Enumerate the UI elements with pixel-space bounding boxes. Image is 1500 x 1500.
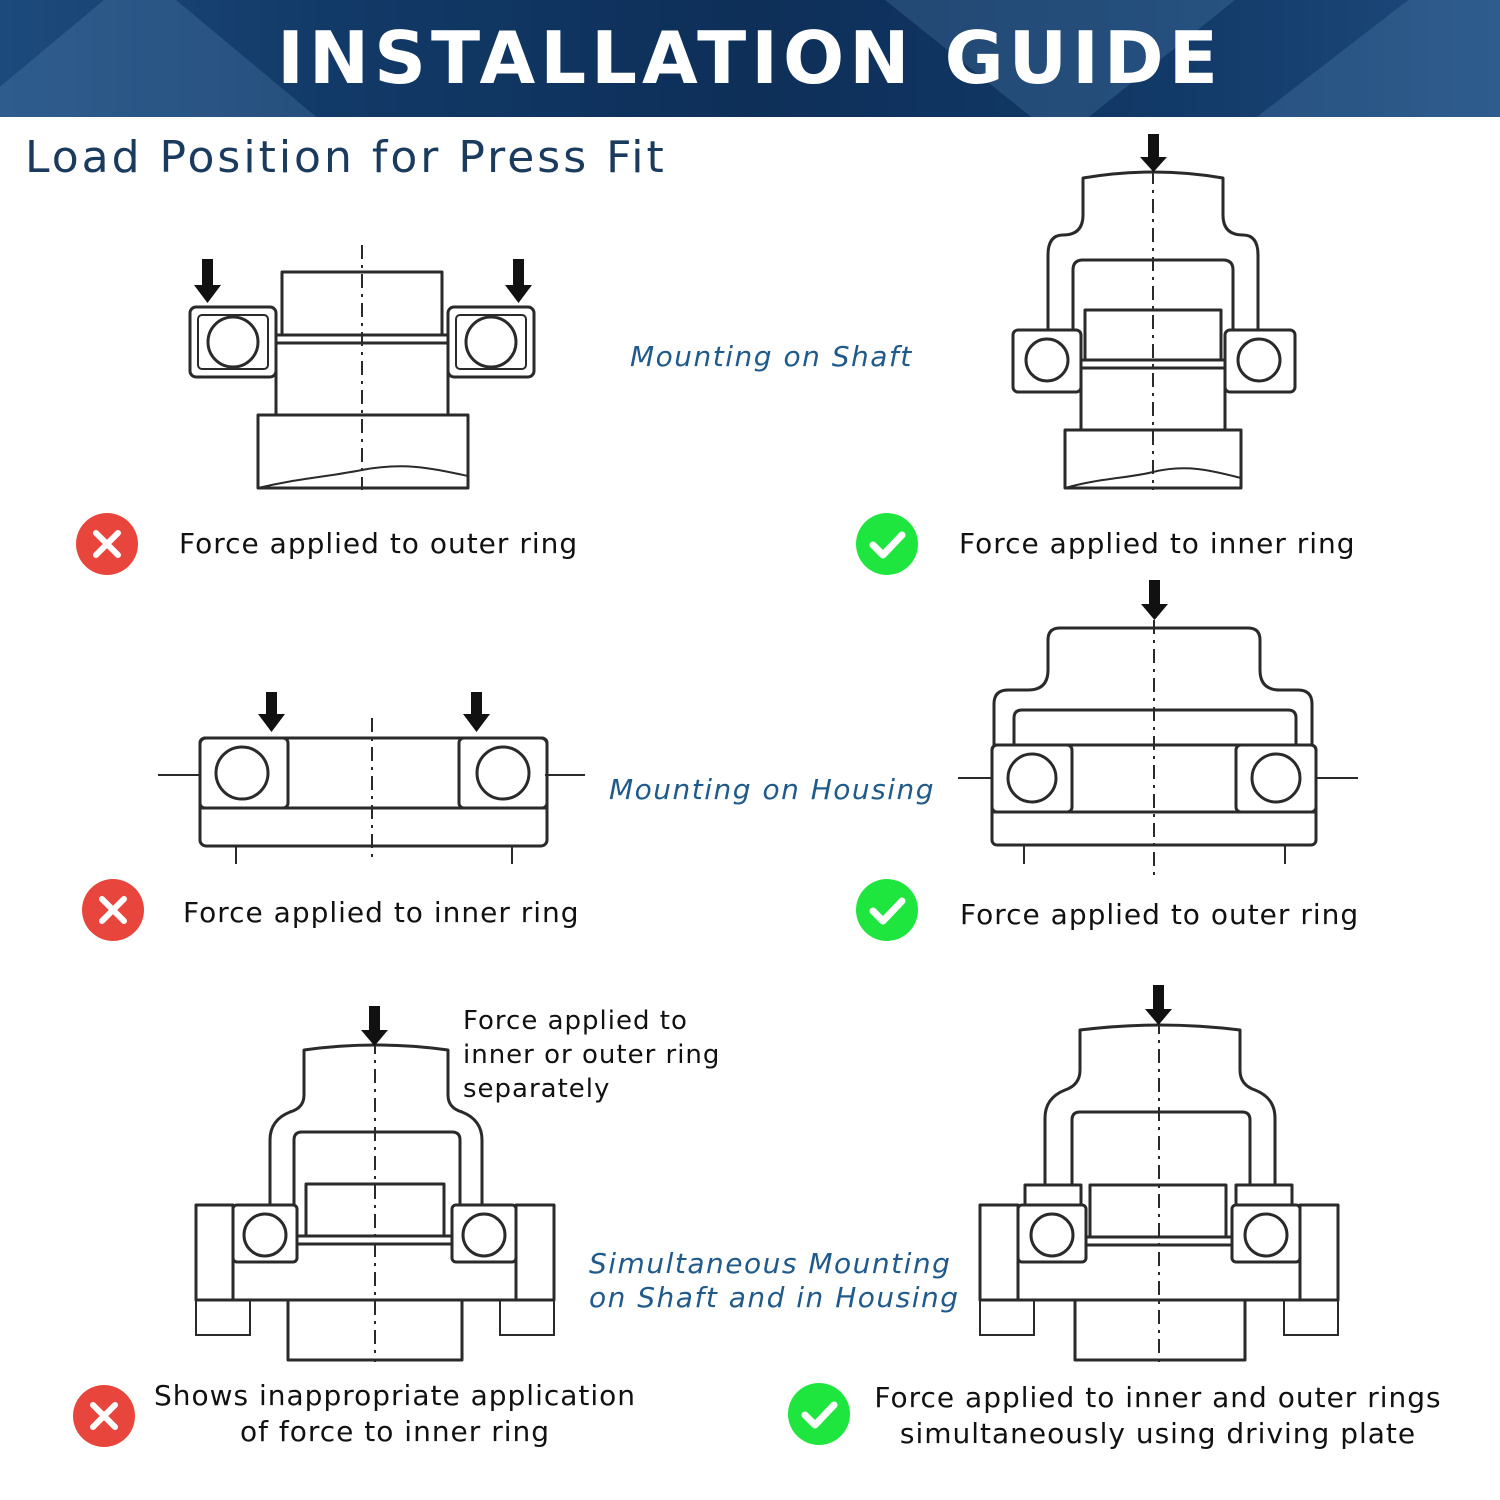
- caption-line: Force applied to inner and outer rings: [874, 1381, 1442, 1414]
- section-label-shaft: Mounting on Shaft: [630, 340, 913, 373]
- cross-icon: [73, 1385, 135, 1447]
- banner-decoration: [0, 0, 320, 117]
- diagram-simultaneous-right: [978, 985, 1340, 1362]
- annotation-line: inner or outer ring: [463, 1040, 721, 1070]
- cross-icon: [82, 879, 144, 941]
- section-label-simultaneous-line2: on Shaft and in Housing: [589, 1281, 960, 1314]
- banner-decoration: [860, 0, 1260, 117]
- caption-line: simultaneously using driving plate: [899, 1417, 1417, 1450]
- caption-shaft-right: Force applied to inner ring: [959, 527, 1356, 560]
- section-label-housing: Mounting on Housing: [609, 773, 936, 806]
- diagram-shaft-right: [1011, 134, 1297, 490]
- caption-line: Shows inappropriate application: [153, 1379, 637, 1412]
- check-icon: [856, 513, 918, 575]
- banner-decoration: [1240, 0, 1500, 117]
- check-icon: [856, 879, 918, 941]
- diagram-simultaneous-wrong: [194, 1006, 556, 1362]
- caption-housing-right: Force applied to outer ring: [960, 898, 1360, 931]
- caption-shaft-wrong: Force applied to outer ring: [179, 527, 579, 560]
- diagram-housing-right: [958, 580, 1358, 880]
- annotation-line: Force applied to: [463, 1006, 688, 1036]
- caption-simultaneous-wrong: Shows inappropriate application of force…: [140, 1378, 650, 1450]
- check-icon: [788, 1383, 850, 1445]
- section-label-simultaneous-line1: Simultaneous Mounting: [589, 1247, 952, 1280]
- annotation-line: separately: [463, 1074, 611, 1104]
- caption-housing-wrong: Force applied to inner ring: [183, 896, 580, 929]
- annotation-note: Force applied to inner or outer ring sep…: [463, 1004, 720, 1106]
- diagram-housing-wrong: [158, 692, 585, 864]
- subtitle: Load Position for Press Fit: [25, 132, 667, 183]
- diagram-shaft-wrong: [188, 245, 536, 490]
- caption-simultaneous-right: Force applied to inner and outer rings s…: [868, 1380, 1448, 1452]
- page-title: INSTALLATION GUIDE: [277, 16, 1223, 100]
- cross-icon: [76, 513, 138, 575]
- header-banner: INSTALLATION GUIDE: [0, 0, 1500, 117]
- caption-line: of force to inner ring: [239, 1415, 551, 1448]
